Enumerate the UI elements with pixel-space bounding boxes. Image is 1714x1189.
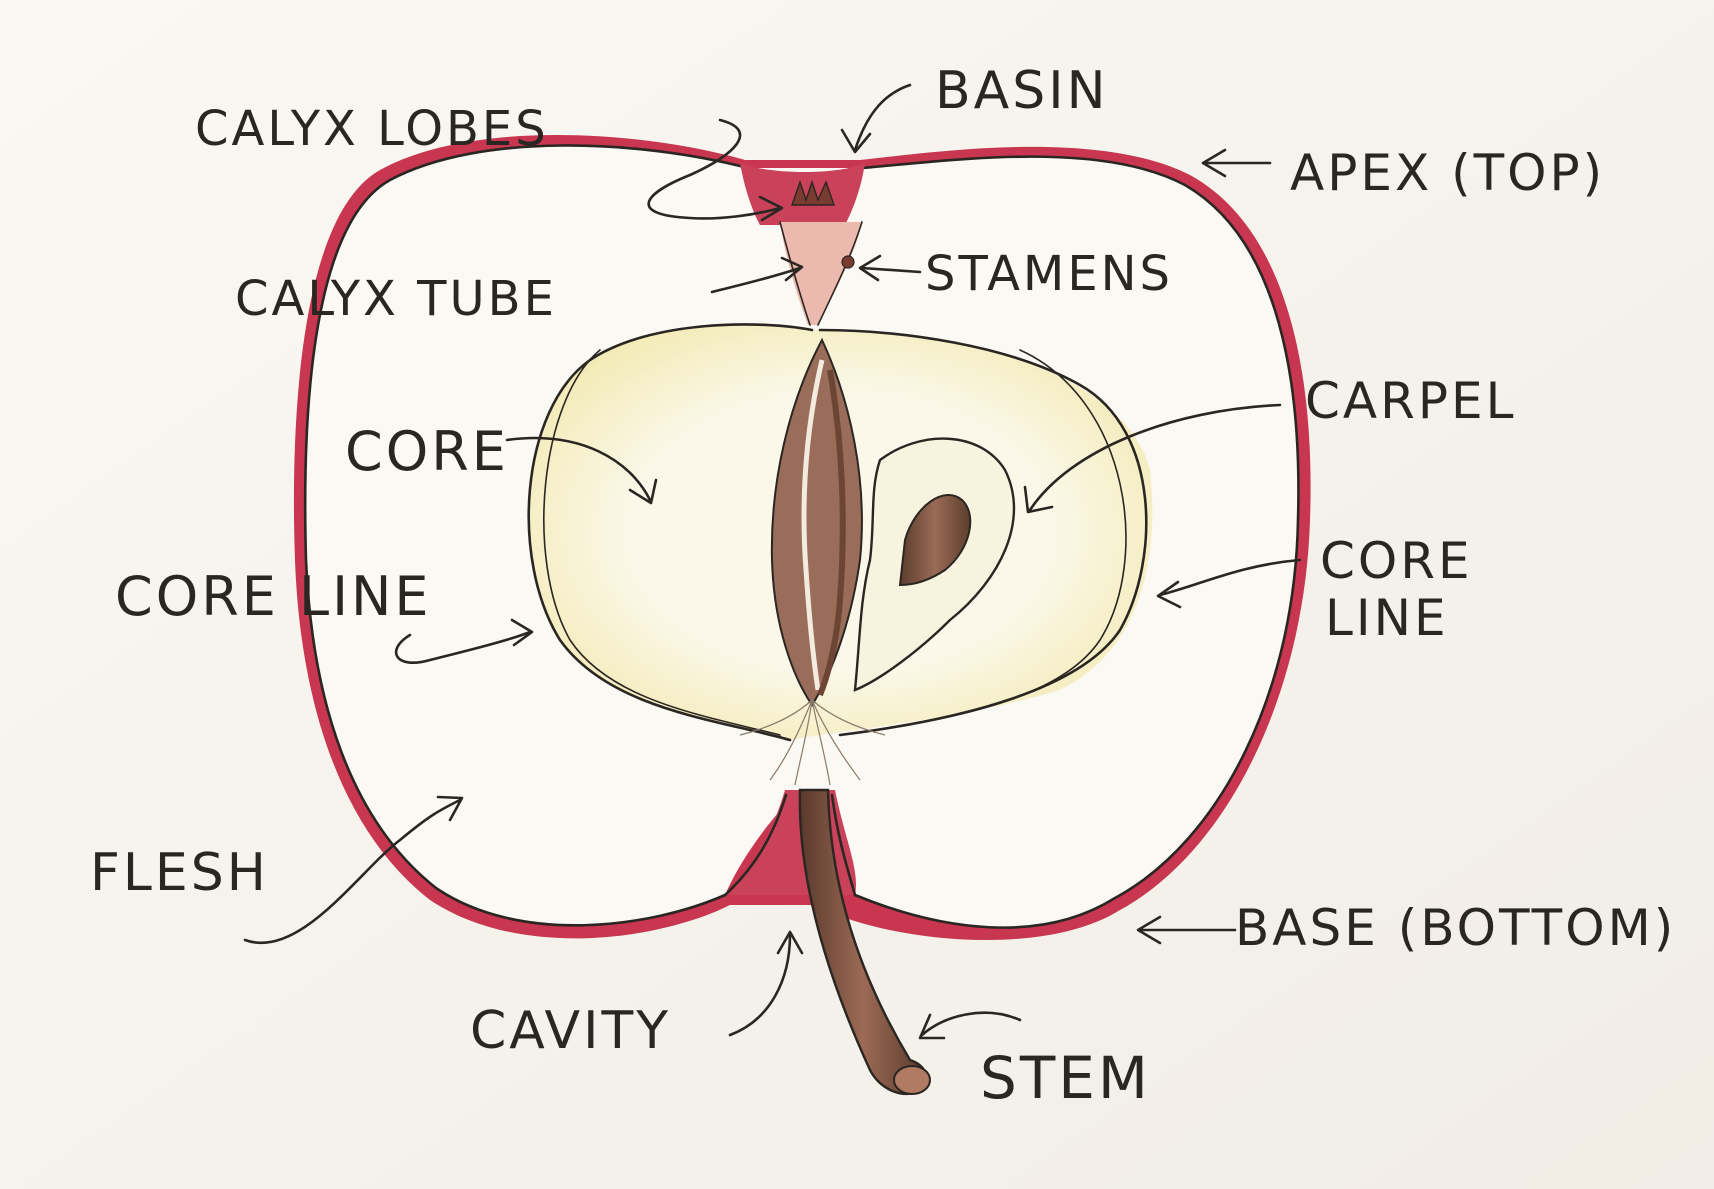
label-core-line-left: CORE LINE (115, 565, 432, 628)
label-base: BASE (BOTTOM) (1235, 899, 1676, 957)
label-calyx-lobes: CALYX LOBES (195, 101, 549, 157)
label-calyx-tube: CALYX TUBE (235, 271, 557, 327)
calyx-lobes (792, 182, 834, 205)
label-core-line-right-2: LINE (1325, 589, 1449, 647)
label-stem: STEM (980, 1044, 1151, 1112)
label-core-line-right-1: CORE (1320, 532, 1473, 590)
label-core: CORE (345, 420, 509, 483)
label-cavity: CAVITY (470, 1001, 671, 1061)
label-apex: APEX (TOP) (1290, 144, 1605, 202)
label-basin: BASIN (935, 61, 1109, 121)
label-flesh: FLESH (90, 843, 269, 903)
label-stamens: STAMENS (925, 246, 1173, 302)
label-carpel: CARPEL (1305, 372, 1516, 430)
stamens (842, 256, 854, 268)
